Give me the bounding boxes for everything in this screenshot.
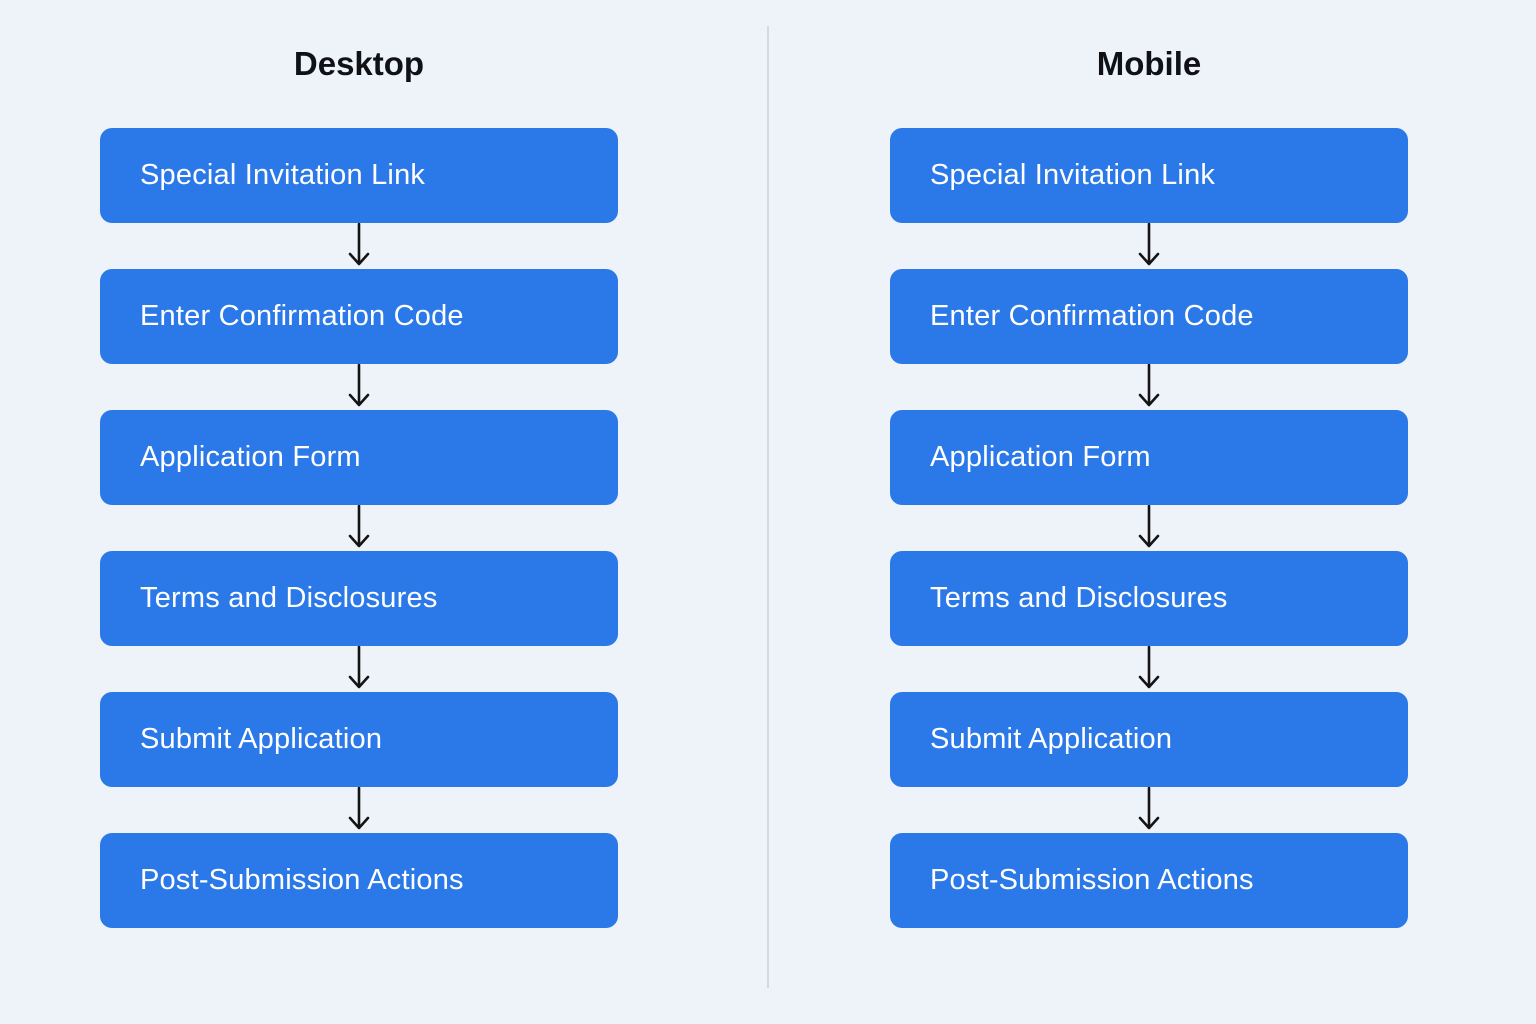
desktop-flow-column: Desktop Special Invitation Link Enter Co… (100, 0, 618, 928)
down-arrow-icon (1138, 223, 1160, 266)
down-arrow-icon (348, 364, 370, 407)
desktop-node-terms-and-disclosures: Terms and Disclosures (100, 551, 618, 646)
down-arrow-icon (348, 787, 370, 830)
down-arrow-icon (1138, 505, 1160, 548)
mobile-node-post-submission-actions: Post-Submission Actions (890, 833, 1408, 928)
mobile-flow: Special Invitation Link Enter Confirmati… (890, 128, 1408, 928)
mobile-column-title: Mobile (1096, 45, 1202, 82)
mobile-node-terms-and-disclosures: Terms and Disclosures (890, 551, 1408, 646)
down-arrow-icon (348, 646, 370, 689)
mobile-node-submit-application: Submit Application (890, 692, 1408, 787)
desktop-node-post-submission-actions: Post-Submission Actions (100, 833, 618, 928)
desktop-column-title: Desktop (293, 45, 425, 82)
column-divider (767, 26, 769, 988)
down-arrow-icon (1138, 364, 1160, 407)
down-arrow-icon (348, 505, 370, 548)
mobile-node-application-form: Application Form (890, 410, 1408, 505)
down-arrow-icon (348, 223, 370, 266)
desktop-node-enter-confirmation-code: Enter Confirmation Code (100, 269, 618, 364)
mobile-node-special-invitation-link: Special Invitation Link (890, 128, 1408, 223)
down-arrow-icon (1138, 646, 1160, 689)
down-arrow-icon (1138, 787, 1160, 830)
mobile-node-enter-confirmation-code: Enter Confirmation Code (890, 269, 1408, 364)
desktop-node-application-form: Application Form (100, 410, 618, 505)
mobile-flow-column: Mobile Special Invitation Link Enter Con… (890, 0, 1408, 928)
desktop-node-submit-application: Submit Application (100, 692, 618, 787)
desktop-node-special-invitation-link: Special Invitation Link (100, 128, 618, 223)
desktop-flow: Special Invitation Link Enter Confirmati… (100, 128, 618, 928)
